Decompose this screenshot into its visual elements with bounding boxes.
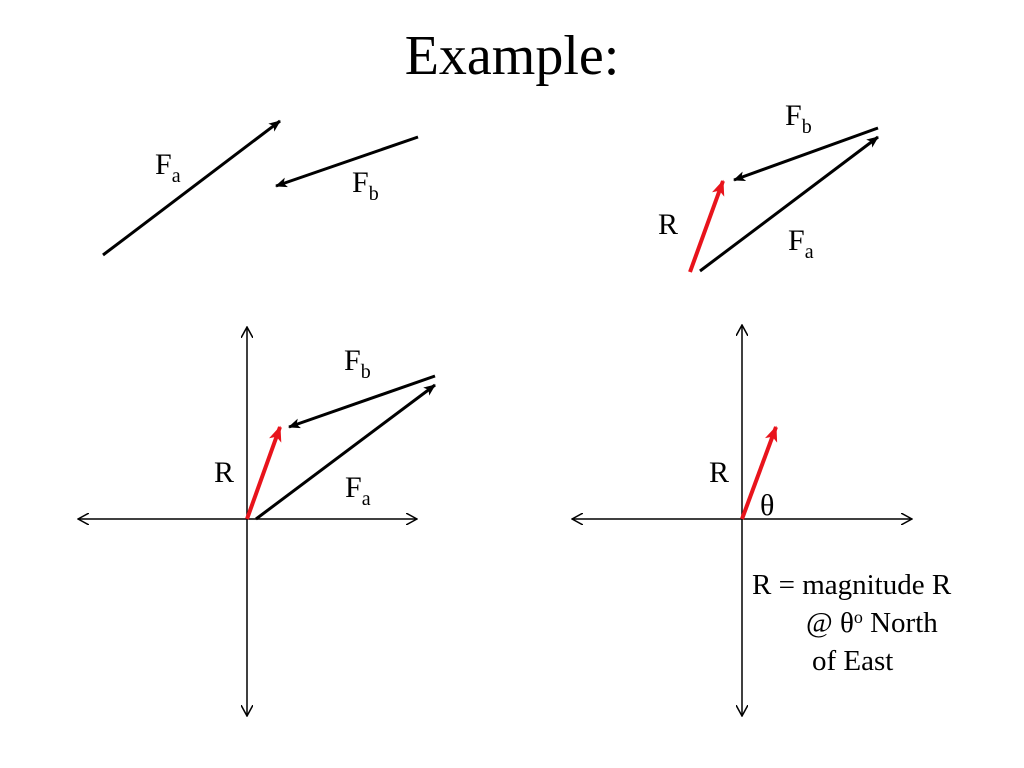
force-b-vector: [275, 135, 419, 188]
angle-theta-label: θ: [760, 489, 774, 522]
force-b-vector: [288, 374, 436, 429]
force-a-vector: [699, 135, 879, 273]
resultant-description: R = magnitude R @ θo North of East: [752, 566, 951, 680]
force-b-label: Fb: [344, 344, 371, 383]
resultant-label: R: [709, 456, 729, 489]
resultant-description-line: R = magnitude R: [752, 569, 952, 601]
force-a-label: Fa: [788, 224, 814, 263]
slide-title: Example:: [404, 25, 620, 87]
panel-resultant-angle: R θ: [572, 325, 912, 716]
resultant-vector: [740, 425, 778, 520]
force-a-vector: [102, 119, 281, 257]
force-a-label: Fa: [345, 471, 371, 510]
panel-tip-to-tail: Fb R Fa: [658, 99, 879, 273]
panel-axes-with-components: Fb R Fa: [78, 327, 436, 716]
force-b-label: Fb: [785, 99, 812, 138]
resultant-description-line: @ θo North: [806, 607, 938, 639]
panel-separate-vectors: Fa Fb: [102, 119, 419, 257]
resultant-vector: [245, 425, 282, 520]
resultant-label: R: [214, 456, 234, 489]
force-a-vector: [255, 383, 436, 521]
resultant-description-line: of East: [812, 645, 894, 677]
force-a-label: Fa: [155, 148, 181, 187]
force-b-label: Fb: [352, 166, 379, 205]
resultant-vector: [688, 179, 725, 273]
force-b-vector: [733, 126, 879, 182]
resultant-label: R: [658, 208, 678, 241]
